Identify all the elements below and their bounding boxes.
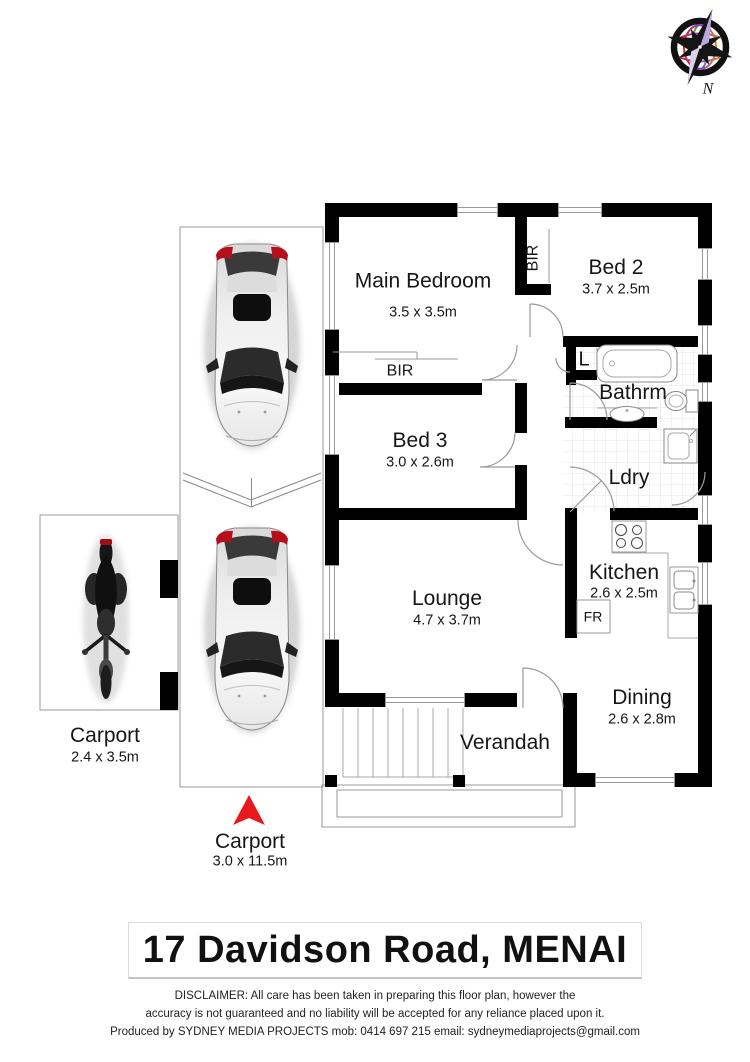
motorcycle-top-view xyxy=(82,535,130,703)
room-dims-carport-small: 2.4 x 3.5m xyxy=(71,749,139,766)
door-arc xyxy=(529,303,564,338)
room-label-verandah: Verandah xyxy=(460,730,550,754)
bathtub-icon xyxy=(596,344,678,383)
door-arc xyxy=(522,667,564,709)
window xyxy=(698,382,712,402)
room-dims-lounge: 4.7 x 3.7m xyxy=(413,612,481,629)
room-label-carport-long: Carport xyxy=(214,829,286,853)
carport-outlines xyxy=(39,226,324,788)
window xyxy=(698,562,712,605)
window xyxy=(325,242,339,330)
door-arc xyxy=(479,431,516,468)
porch-outline xyxy=(321,784,576,828)
closet-label-bir-main: BIR xyxy=(386,362,414,380)
room-label-bed2: Bed 2 xyxy=(588,255,644,279)
room-label-main-bedroom: Main Bedroom xyxy=(354,269,492,293)
fridge-box xyxy=(576,599,611,634)
robe-rail xyxy=(333,351,458,360)
carport-roof-chevron xyxy=(182,472,322,508)
door-arc xyxy=(517,519,564,566)
toilet-icon xyxy=(664,389,699,413)
window xyxy=(558,203,602,217)
disclaimer-line-2: accuracy is not guaranteed and no liabil… xyxy=(145,1008,605,1020)
disclaimer-line-3: Produced by SYDNEY MEDIA PROJECTS mob: 0… xyxy=(110,1026,640,1038)
verandah-steps xyxy=(342,708,464,778)
window xyxy=(385,693,465,707)
room-label-kitchen: Kitchen xyxy=(588,560,660,584)
window xyxy=(325,375,339,455)
door-arc xyxy=(481,344,518,381)
room-label-bathroom: Bathrm xyxy=(599,380,667,404)
window xyxy=(698,248,712,280)
room-dims-carport-long: 3.0 x 11.5m xyxy=(212,853,288,870)
room-dims-dining: 2.6 x 2.8m xyxy=(608,711,676,728)
room-dims-kitchen: 2.6 x 2.5m xyxy=(590,585,658,602)
closet-label-linen: L xyxy=(578,348,590,371)
room-label-dining: Dining xyxy=(612,685,672,709)
room-label-laundry: Ldry xyxy=(608,465,650,489)
window xyxy=(595,773,675,787)
kitchen-sink-icon xyxy=(669,566,699,614)
walls-layer xyxy=(160,203,712,787)
door-arc xyxy=(569,466,615,513)
door-arc xyxy=(555,357,571,373)
compass-north-label: N xyxy=(702,80,714,98)
car-top-view-1 xyxy=(204,243,300,449)
vanity-sink-icon xyxy=(597,406,657,422)
window xyxy=(325,565,339,640)
closet-label-bir-bed2: BIR xyxy=(524,244,542,272)
room-dims-bed2: 3.7 x 2.5m xyxy=(582,281,650,298)
window xyxy=(698,495,712,525)
stove-icon xyxy=(611,520,647,553)
room-label-carport-small: Carport xyxy=(69,723,141,747)
fridge-label: FR xyxy=(583,608,603,625)
north-arrow-icon xyxy=(233,795,265,825)
closet-lines xyxy=(333,229,598,370)
room-dims-bed3: 3.0 x 2.6m xyxy=(386,454,454,471)
windows-layer xyxy=(325,203,712,787)
window xyxy=(457,203,498,217)
room-label-bed3: Bed 3 xyxy=(392,428,448,452)
car-top-view-2 xyxy=(204,527,300,733)
address-title: 17 Davidson Road, MENAI xyxy=(128,922,642,979)
window xyxy=(698,325,712,355)
room-label-lounge: Lounge xyxy=(411,586,483,610)
laundry-tub-icon xyxy=(663,428,698,464)
disclaimer-line-1: DISCLAIMER: All care has been taken in p… xyxy=(174,990,576,1002)
room-dims-main-bedroom: 3.5 x 3.5m xyxy=(389,304,457,321)
door-arc xyxy=(569,382,608,421)
door-arc xyxy=(671,471,706,506)
door-arcs xyxy=(479,303,706,709)
compass-rose-icon xyxy=(667,8,733,86)
